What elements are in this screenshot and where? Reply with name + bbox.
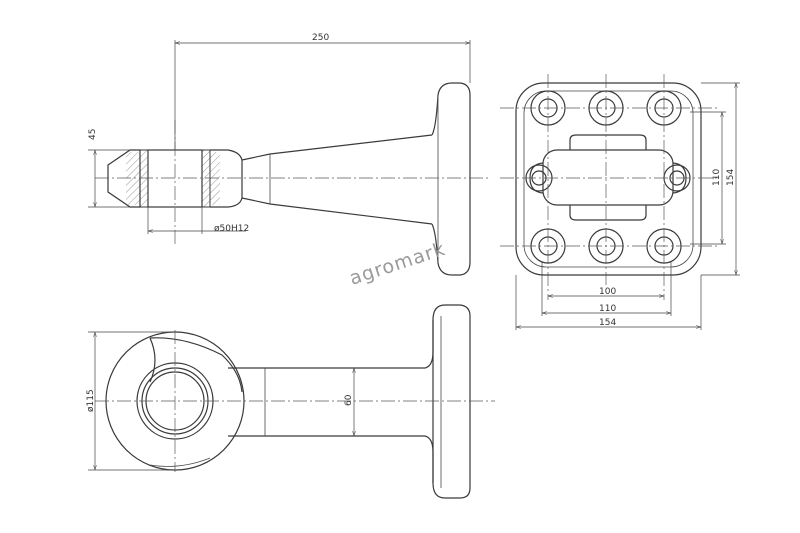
watermark: agromark bbox=[347, 238, 449, 290]
dim-plate-height: 154 bbox=[726, 169, 736, 186]
dim-plate-inner-width: 110 bbox=[599, 304, 616, 314]
bore-wall-right bbox=[201, 149, 211, 208]
flange-side bbox=[431, 82, 471, 276]
central-boss bbox=[569, 134, 647, 221]
dim-overall-length: 250 bbox=[312, 33, 329, 43]
dim-eye-width: 45 bbox=[88, 129, 98, 140]
front-view: 100 110 154 110 154 bbox=[500, 74, 740, 330]
dim-shank-height: 60 bbox=[344, 394, 354, 406]
bore-wall-left bbox=[139, 149, 149, 208]
flange-top bbox=[432, 304, 471, 499]
shank-top bbox=[228, 320, 434, 369]
mounting-plate bbox=[515, 82, 702, 276]
dim-hole-spacing-h: 100 bbox=[599, 287, 616, 297]
dim-plate-width: 154 bbox=[599, 318, 616, 328]
dim-bore: ø50H12 bbox=[214, 224, 249, 234]
top-view: ø115 60 bbox=[86, 304, 495, 499]
dim-eye-diameter: ø115 bbox=[86, 389, 96, 412]
dim-hole-spacing-v: 110 bbox=[712, 169, 722, 186]
tapered-shank bbox=[241, 134, 433, 225]
side-view: 250 45 ø50H12 bbox=[88, 33, 490, 276]
